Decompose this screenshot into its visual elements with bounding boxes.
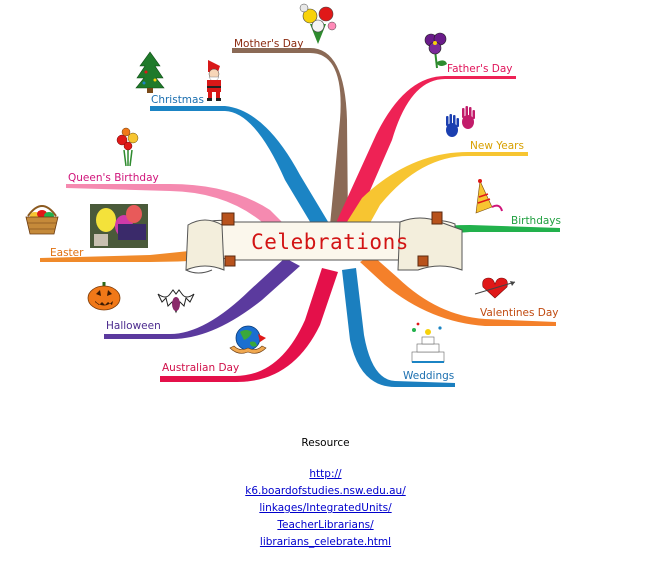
- resource-heading: Resource: [301, 437, 350, 449]
- branch-halloween: [104, 258, 300, 340]
- wedding-cake-icon: [411, 322, 445, 363]
- resource-link-line-1[interactable]: http://: [309, 468, 342, 480]
- heart-icon: [474, 277, 516, 299]
- label-halloween: Halloween: [106, 320, 161, 332]
- label-christmas: Christmas: [151, 94, 204, 106]
- party-hat-icon: [475, 179, 503, 214]
- flowers-icon: [299, 3, 337, 44]
- resource-link-line-3[interactable]: linkages/IntegratedUnits/: [259, 502, 392, 514]
- violet-flower-icon: [424, 32, 447, 69]
- bat-icon: [157, 289, 195, 314]
- branch-valentines-day: [360, 255, 556, 326]
- label-australian-day: Australian Day: [162, 362, 239, 374]
- label-valentines-day: Valentines Day: [480, 307, 559, 319]
- santa-icon: [207, 60, 221, 101]
- jack-o-lantern-icon: [87, 282, 121, 311]
- globe-icon: [229, 325, 267, 354]
- label-queens-birthday: Queen's Birthday: [68, 172, 159, 184]
- label-birthdays: Birthdays: [511, 215, 561, 227]
- label-new-years: New Years: [470, 140, 524, 152]
- label-fathers-day: Father's Day: [447, 63, 513, 75]
- branch-fathers-day: [335, 76, 516, 225]
- handprints-icon: [446, 106, 475, 137]
- resource-link: http:// k6.boardofstudies.nsw.edu.au/ li…: [0, 466, 651, 551]
- label-weddings: Weddings: [403, 370, 454, 382]
- resource-link-line-2[interactable]: k6.boardofstudies.nsw.edu.au/: [245, 485, 406, 497]
- diagram-title: Celebrations: [251, 230, 409, 254]
- branch-weddings: [342, 268, 455, 387]
- christmas-tree-icon: [135, 51, 165, 93]
- celebrations-mind-map: Celebrations Mother's Day Father's Day C…: [25, 3, 561, 387]
- resource-link-line-4[interactable]: TeacherLibrarians/: [277, 519, 374, 531]
- rose-bouquet-icon: [116, 127, 139, 167]
- resource-link-line-5[interactable]: librarians_celebrate.html: [259, 536, 392, 548]
- branch-mothers-day: [232, 48, 348, 225]
- branch-australian-day: [160, 268, 338, 383]
- label-easter: Easter: [50, 247, 84, 259]
- label-mothers-day: Mother's Day: [234, 38, 303, 50]
- easter-basket-icon: [25, 205, 59, 235]
- happy-easter-photo-icon: [90, 204, 148, 248]
- branch-labels: Mother's Day Father's Day Christmas New …: [50, 38, 561, 382]
- branch-queens-birthday: [66, 184, 290, 238]
- branch-christmas: [150, 106, 330, 225]
- central-scroll: Celebrations: [185, 211, 463, 274]
